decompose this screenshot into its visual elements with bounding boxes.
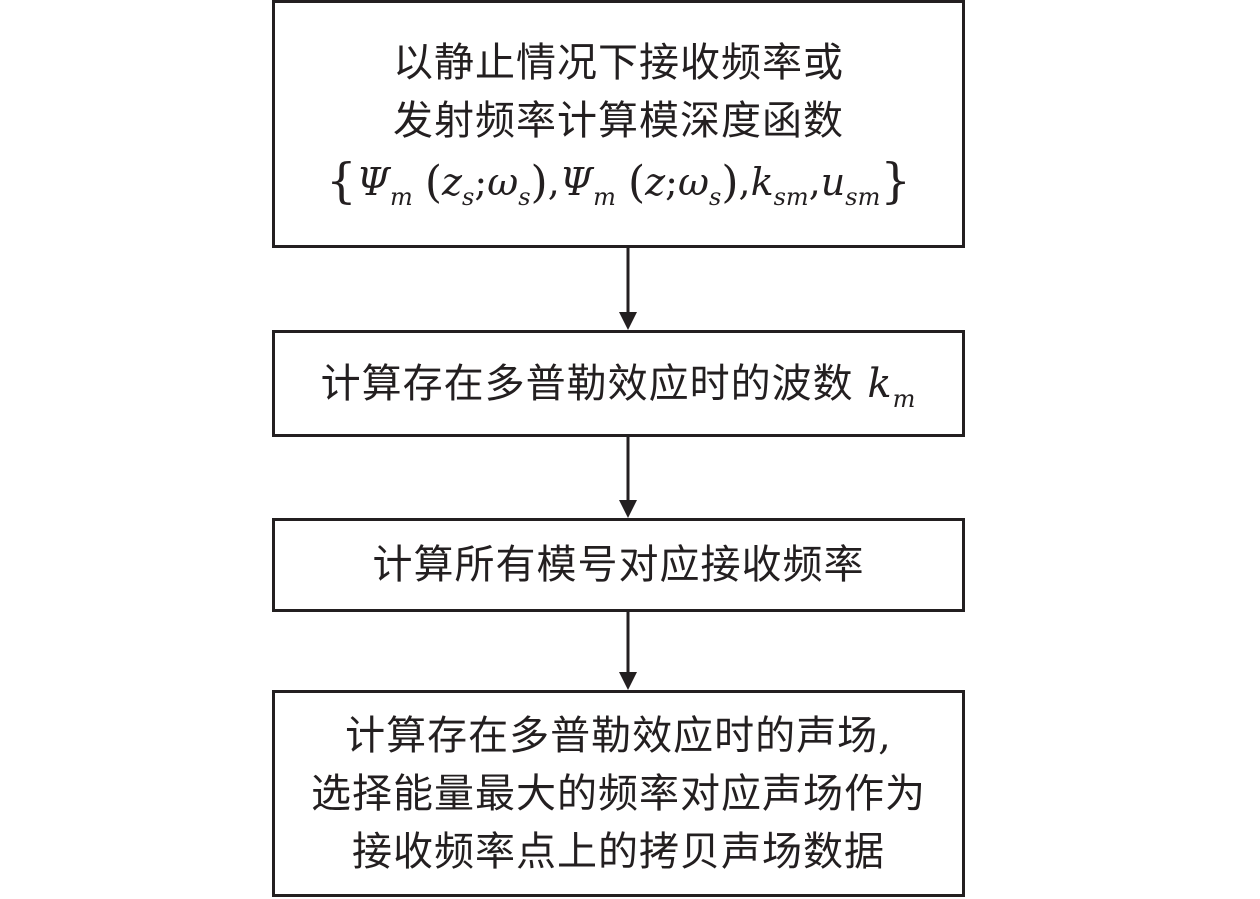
step-4-line-3: 接收频率点上的拷贝声场数据 — [352, 828, 885, 875]
formula-psi-2-sub: m — [593, 183, 616, 211]
arrow-2-to-3 — [619, 437, 637, 518]
step-3-box: 计算所有模号对应接收频率 — [272, 518, 965, 612]
step-2-box: 计算存在多普勒效应时的波数 km — [272, 330, 965, 437]
formula-z: z — [645, 160, 666, 204]
formula-omega-2-sub: s — [708, 183, 722, 211]
formula-psi-1-sub: m — [389, 183, 413, 211]
formula-z-s-sub: s — [462, 183, 475, 211]
formula-k-sub: sm — [773, 183, 809, 211]
formula-k: k — [750, 160, 774, 204]
formula-u: u — [820, 160, 846, 204]
formula-z-s: z — [442, 160, 463, 204]
step-3-line: 计算所有模号对应接收频率 — [372, 542, 865, 588]
formula-u-sub: sm — [845, 183, 881, 211]
step-2-wavenumber: km — [867, 360, 916, 411]
formula-psi-2: Ψ — [559, 160, 594, 204]
formula-omega-2: ω — [677, 160, 709, 204]
step-1-line-1: 以静止情况下接收频率或 — [393, 40, 844, 86]
arrow-3-to-4 — [619, 612, 637, 690]
arrow-1-to-2 — [619, 248, 637, 330]
step-4-line-2: 选择能量最大的频率对应声场作为 — [311, 770, 926, 817]
step-2-text: 计算存在多普勒效应时的波数 — [320, 360, 854, 407]
step-1-line-2: 发射频率计算模深度函数 — [393, 98, 844, 144]
step-2-k-sub: m — [892, 384, 917, 413]
step-4-line-1: 计算存在多普勒效应时的声场, — [345, 712, 892, 759]
step-1-box: 以静止情况下接收频率或 发射频率计算模深度函数 {Ψm (zs;ωs),Ψm (… — [272, 0, 965, 248]
step-4-box: 计算存在多普勒效应时的声场, 选择能量最大的频率对应声场作为 接收频率点上的拷贝… — [272, 690, 965, 897]
formula-omega-1: ω — [487, 160, 519, 204]
step-1-formula: {Ψm (zs;ωs),Ψm (z;ωs),ksm,usm} — [326, 153, 911, 211]
formula-psi-1: Ψ — [356, 160, 390, 204]
formula-omega-1-sub: s — [518, 183, 531, 211]
step-2-k: k — [867, 360, 893, 407]
step-2-line: 计算存在多普勒效应时的波数 km — [321, 355, 917, 413]
